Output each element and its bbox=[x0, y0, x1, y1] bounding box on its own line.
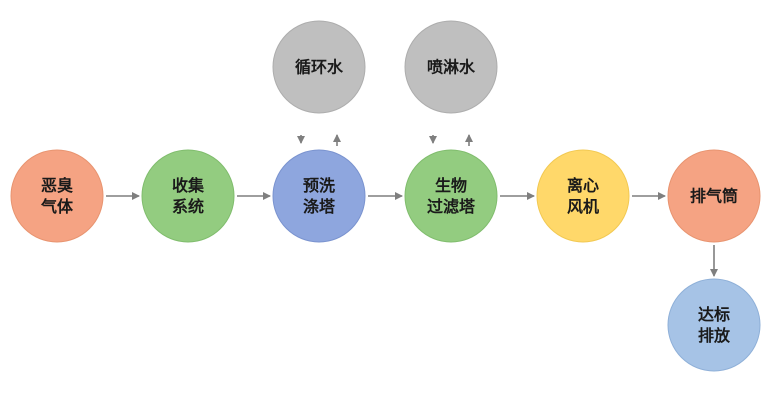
node-label: 涤塔 bbox=[303, 197, 336, 216]
node-label: 恶臭 bbox=[41, 176, 73, 195]
node-label: 喷淋水 bbox=[427, 58, 476, 77]
node-circle bbox=[536, 149, 630, 243]
node-label: 排放 bbox=[698, 326, 731, 345]
node-circle bbox=[141, 149, 235, 243]
node-circle bbox=[272, 20, 366, 114]
node-circle bbox=[404, 149, 498, 243]
node-circle bbox=[10, 149, 104, 243]
node-label: 风机 bbox=[567, 197, 599, 216]
node-circle bbox=[667, 278, 761, 372]
node-circulating-water: 循环水 bbox=[272, 20, 366, 114]
node-label: 达标 bbox=[698, 305, 730, 324]
node-label: 生物 bbox=[435, 176, 467, 195]
node-label: 离心 bbox=[567, 176, 599, 195]
node-label: 排气筒 bbox=[690, 187, 738, 206]
nodes-layer: 恶臭气体收集系统预洗涤塔生物过滤塔离心风机排气筒达标排放循环水喷淋水 bbox=[10, 20, 761, 372]
node-label: 过滤塔 bbox=[427, 197, 476, 216]
edges-layer bbox=[106, 134, 718, 277]
node-spray-water: 喷淋水 bbox=[404, 20, 498, 114]
node-label: 气体 bbox=[40, 197, 74, 216]
node-circle bbox=[667, 149, 761, 243]
node-label: 收集 bbox=[172, 176, 205, 195]
node-circle bbox=[404, 20, 498, 114]
node-label: 循环水 bbox=[295, 58, 344, 77]
node-circle bbox=[272, 149, 366, 243]
node-exhaust-stack: 排气筒 bbox=[667, 149, 761, 243]
node-label: 系统 bbox=[172, 197, 204, 216]
node-label: 预洗 bbox=[303, 176, 335, 195]
